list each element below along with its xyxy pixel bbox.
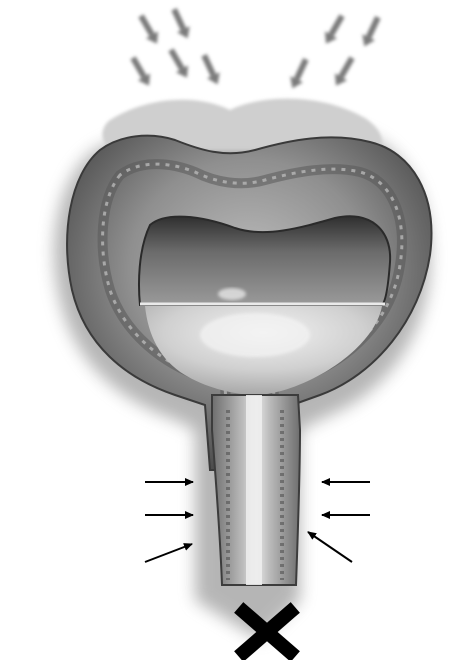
flow-arrow-icon (168, 6, 194, 41)
flow-arrow-icon (165, 46, 193, 81)
urethra (212, 395, 300, 585)
incoming-flow-arrows (127, 6, 384, 91)
flow-arrow-icon (286, 56, 312, 91)
flow-arrow-icon (358, 14, 384, 49)
compression-arrow-icon (308, 532, 352, 562)
flow-arrow-icon (320, 12, 348, 47)
flow-arrow-icon (135, 12, 163, 47)
flow-arrow-icon (330, 54, 358, 89)
flow-arrow-icon (127, 54, 155, 89)
flow-arrow-icon (198, 52, 224, 87)
compression-arrow-icon (145, 544, 192, 562)
